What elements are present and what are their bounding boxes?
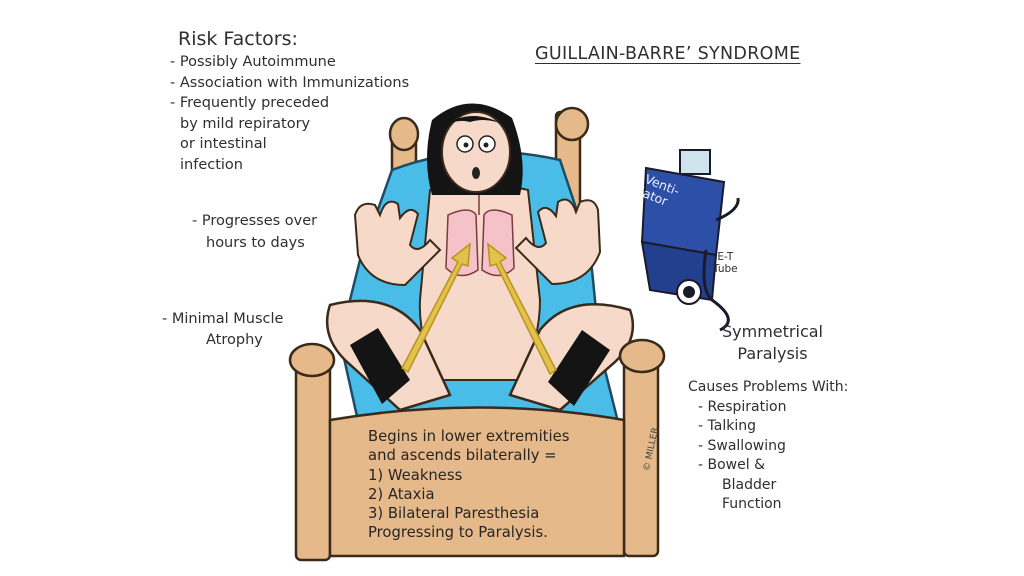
symmetrical-line-2: Paralysis (737, 344, 808, 363)
progression-note: - Progresses over hours to days (192, 213, 317, 257)
page-title: GUILLAIN-BARRE’ SYNDROME (535, 44, 801, 64)
list-item: - Swallowing (698, 437, 786, 454)
atrophy-line-2: Atrophy (206, 332, 263, 348)
list-item: - Respiration (698, 398, 787, 415)
ventilator-machine (640, 149, 740, 332)
hands (353, 198, 602, 287)
begins-line: 1) Weakness (368, 466, 463, 484)
list-item: - Possibly Autoimmune (170, 54, 336, 70)
et-tube-label: E-T Tube (713, 251, 738, 275)
begins-line: 2) Ataxia (368, 485, 435, 503)
risk-factors-heading: Risk Factors: (178, 28, 298, 50)
ascending-arrows (401, 242, 557, 376)
patient-head (427, 103, 523, 195)
list-item: - Frequently preceded (170, 95, 330, 111)
progression-line-1: - Progresses over (192, 213, 318, 229)
symmetrical-paralysis-note: Symmetrical Paralysis (722, 322, 823, 366)
atrophy-note: - Minimal Muscle Atrophy (162, 311, 283, 353)
list-item: infection (180, 156, 243, 173)
list-item: by mild repiratory (180, 115, 311, 132)
list-item: or intestinal (180, 136, 267, 152)
atrophy-line-1: - Minimal Muscle (162, 311, 284, 327)
progression-line-2: hours to days (206, 235, 305, 251)
causes-problems-list: Causes Problems With: - Respiration - Ta… (688, 379, 848, 516)
et-tube-line-1: E-T (717, 251, 734, 263)
list-item: Bladder (722, 476, 777, 493)
socks (350, 328, 610, 406)
causes-heading: Causes Problems With: (688, 379, 849, 395)
ascending-weakness-note: Begins in lower extremities and ascends … (368, 428, 569, 544)
risk-factors-list: - Possibly Autoimmune - Association with… (170, 54, 409, 177)
begins-line: 3) Bilateral Paresthesia (368, 505, 540, 523)
list-item: Function (722, 496, 782, 512)
torso (418, 183, 542, 381)
bed-footboard (288, 338, 666, 562)
list-item: - Talking (698, 418, 756, 434)
et-tube-line-2: Tube (713, 263, 738, 276)
begins-line: and ascends bilaterally = (368, 447, 557, 465)
symmetrical-line-1: Symmetrical (722, 322, 823, 341)
list-item: - Association with Immunizations (170, 74, 410, 91)
begins-line: Progressing to Paralysis. (368, 524, 548, 542)
begins-line: Begins in lower extremities (368, 428, 570, 445)
list-item: - Bowel & (698, 457, 765, 473)
